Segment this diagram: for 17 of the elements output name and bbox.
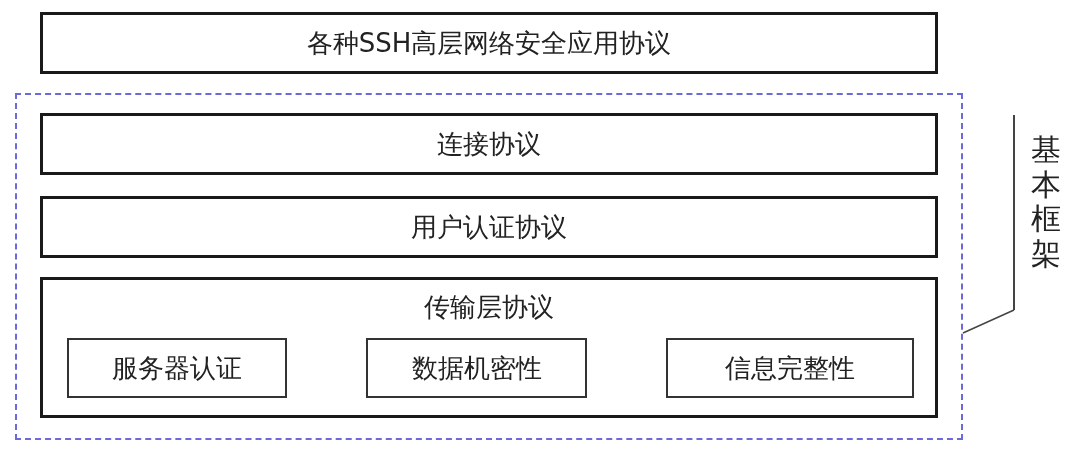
framework-dashed-box (15, 93, 963, 440)
function-box (67, 338, 287, 398)
layer-label: 传输层协议 (423, 291, 555, 324)
protocol-layer-box (40, 113, 938, 175)
layer-label: 各种SSH高层网络安全应用协议 (305, 27, 673, 60)
function-label: 服务器认证 (111, 352, 243, 385)
function-box (666, 338, 914, 398)
vertical-label: 基本框架 (1031, 133, 1061, 271)
layer-label: 用户认证协议 (410, 211, 568, 244)
leader-line (962, 309, 1015, 334)
function-label: 数据机密性 (410, 352, 543, 385)
protocol-layer-box (40, 196, 938, 258)
protocol-layer-box (40, 277, 938, 418)
protocol-layer-box (40, 12, 938, 74)
function-label: 信息完整性 (724, 352, 856, 385)
layer-label: 连接协议 (436, 128, 542, 161)
function-box (366, 338, 587, 398)
